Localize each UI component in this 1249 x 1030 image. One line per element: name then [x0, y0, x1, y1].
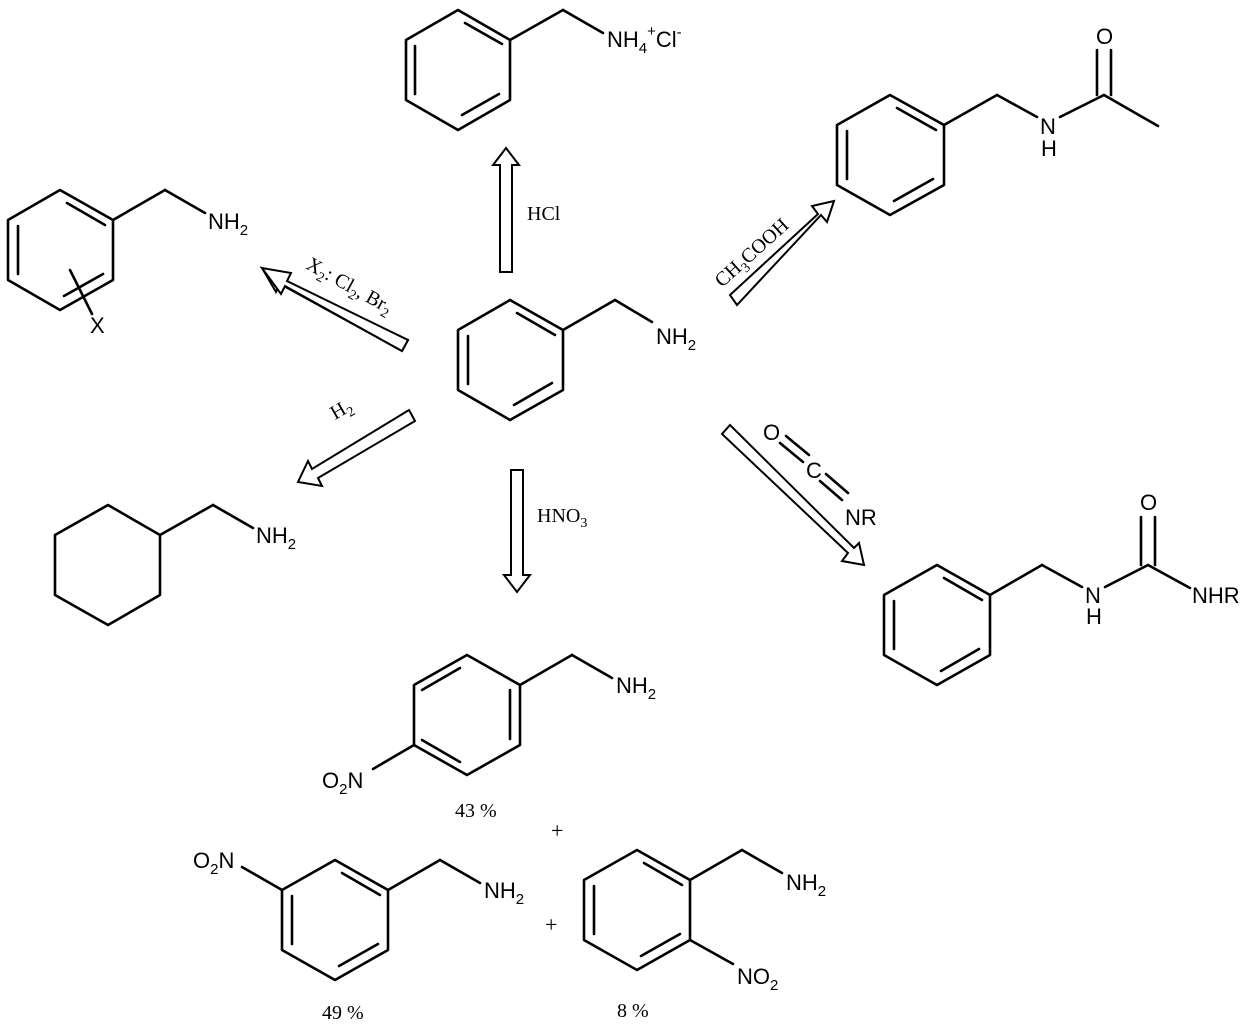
arrow-nitration: [501, 469, 533, 594]
urea-nhr-label: NHR: [1192, 583, 1240, 608]
ortho-amine-label: NH2: [786, 870, 826, 900]
amine-label: NH2: [656, 324, 696, 354]
para-nitro-label: O2N: [322, 768, 363, 798]
halobenzylamine: NH2 X: [6, 188, 248, 338]
arrow-hydrogenation: [296, 408, 417, 488]
isocyanate-o-label: O: [763, 420, 780, 445]
yield-para: 43 %: [455, 800, 497, 822]
meta-nitro-label: O2N: [193, 848, 234, 878]
benzylurea: N H O NHR: [882, 490, 1240, 687]
yield-meta: 49 %: [322, 1002, 364, 1024]
arrow-halogenation-body: [259, 266, 410, 353]
benzylamine-center: NH2: [456, 298, 696, 422]
reagent-nitric-acid: HNO3: [537, 505, 587, 531]
arrow-isocyanate: [720, 423, 866, 567]
n-benzylacetamide: N H O: [835, 24, 1160, 217]
amide-n-label: N: [1040, 114, 1056, 139]
yield-ortho: 8 %: [617, 1000, 649, 1022]
urea-o-label: O: [1140, 490, 1157, 515]
isocyanate-c-label: C: [806, 458, 822, 483]
urea-n-label: N: [1085, 583, 1101, 608]
isocyanate-nr-label: NR: [845, 505, 877, 530]
amide-o-label: O: [1096, 24, 1113, 49]
isocyanate-reagent: O C NR: [763, 420, 877, 530]
para-nitrobenzylamine: NH2 O2N: [322, 653, 656, 798]
arrow-acetic-acid: [728, 199, 836, 307]
plus-sign-2: +: [545, 912, 557, 937]
reagent-hydrogen: H2: [327, 395, 359, 428]
reagent-hcl: HCl: [527, 203, 561, 225]
ortho-nitro-label: NO2: [737, 964, 778, 994]
ammonium-chloride-label: NH4+Cl-: [607, 23, 682, 57]
meta-nitrobenzylamine: NH2 O2N: [193, 848, 524, 982]
para-amine-label: NH2: [616, 673, 656, 703]
urea-h-label: H: [1086, 604, 1102, 629]
benzylammonium-chloride: NH4+Cl-: [404, 8, 682, 132]
plus-sign-1: +: [551, 818, 563, 843]
meta-amine-label: NH2: [484, 878, 524, 908]
cyclohexyl-amine-label: NH2: [256, 523, 296, 553]
amide-h-label: H: [1041, 136, 1057, 161]
cyclohexylmethylamine: NH2: [53, 503, 296, 627]
ortho-nitrobenzylamine: NH2 NO2: [582, 848, 826, 994]
halo-amine-label: NH2: [208, 209, 248, 239]
arrow-hcl: [490, 146, 522, 273]
halogen-x-label: X: [90, 313, 105, 338]
